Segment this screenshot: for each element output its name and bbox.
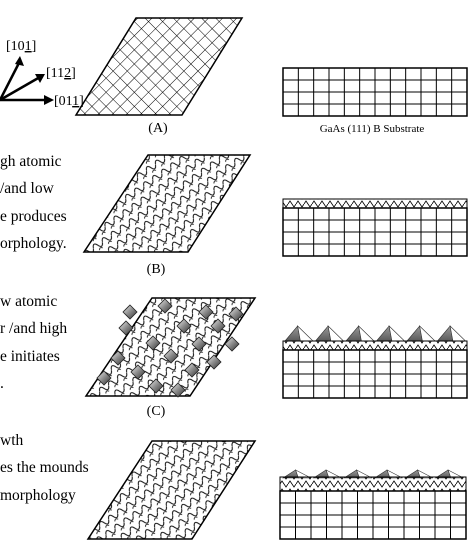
- surface-plan-d: [86, 440, 257, 540]
- surface-mound: [110, 350, 126, 366]
- panel-c-desc-line-1: w atomic: [0, 293, 57, 310]
- mound-face-right: [297, 325, 314, 342]
- surface-mound: [228, 306, 244, 322]
- surface-mound: [210, 318, 226, 334]
- panel-b-desc-line-4: orphology.: [0, 235, 67, 252]
- panel-b-desc-line-1: gh atomic: [0, 153, 62, 170]
- surface-mound: [224, 336, 240, 352]
- surface-mound: [170, 382, 186, 398]
- surface-mound: [122, 304, 138, 320]
- mound-face-right: [327, 325, 345, 342]
- panel-d: wth es the mounds morphology: [0, 432, 467, 540]
- surface-plan-a: [74, 17, 244, 116]
- epilayer-d: [279, 476, 467, 492]
- axis-arrow-101: [0, 60, 22, 101]
- surface-mound: [130, 364, 146, 380]
- panel-label-c: (C): [147, 404, 166, 419]
- surface-mound: [157, 298, 173, 314]
- panel-a: (A) GaAs (111) B Substrate: [74, 17, 468, 136]
- panel-b-desc-line-3: e produces: [0, 208, 67, 225]
- crystal-axes: [101] [112] [011]: [0, 39, 84, 109]
- panel-c: (C) w atomic r /and high e initiates .: [0, 293, 468, 419]
- cross-section-mounds-c: [284, 325, 467, 342]
- direction-label-011: [011]: [54, 94, 84, 109]
- panel-label-a: (A): [148, 121, 168, 136]
- surface-mound: [176, 318, 192, 334]
- surface-mound: [163, 348, 179, 364]
- panel-b-desc-line-2: /and low: [0, 180, 55, 197]
- surface-mound: [145, 335, 161, 351]
- panel-d-desc-line-2: es the mounds: [0, 459, 89, 476]
- mound-face-right: [358, 325, 375, 342]
- arrowhead-112: [35, 74, 45, 83]
- direction-label-112: [112]: [46, 66, 76, 81]
- substrate-cross-section-d: [279, 490, 467, 540]
- substrate-cross-section-b: [282, 207, 468, 257]
- surface-mounds-c: [96, 298, 244, 398]
- panel-c-desc-line-2: r /and high: [0, 320, 67, 337]
- panel-label-b: (B): [147, 262, 166, 277]
- panel-d-desc-line-3: morphology: [0, 487, 76, 504]
- surface-mound: [184, 362, 200, 378]
- axis-arrow-112: [0, 75, 41, 102]
- epilayer-b: [282, 198, 468, 209]
- surface-plan-b: [82, 154, 252, 253]
- substrate-label: GaAs (111) B Substrate: [320, 123, 425, 135]
- surface-mound: [198, 304, 214, 320]
- mound-face-right: [388, 325, 406, 342]
- panel-d-desc-line-1: wth: [0, 432, 24, 449]
- direction-label-101: [101]: [6, 39, 36, 54]
- surface-mound: [148, 378, 164, 394]
- substrate-cross-section-a: [282, 67, 468, 117]
- surface-mound: [118, 320, 134, 336]
- surface-plan-c: [84, 297, 257, 397]
- panel-b: (B) gh atomic /and low e produces orphol…: [0, 153, 468, 277]
- mound-face-right: [419, 325, 436, 342]
- panel-c-desc-line-3: e initiates: [0, 348, 60, 365]
- substrate-cross-section-c: [282, 349, 468, 399]
- surface-mound: [191, 336, 207, 352]
- mound-face-right: [449, 325, 467, 342]
- arrowhead-011: [44, 95, 54, 105]
- surface-mound: [206, 354, 222, 370]
- panel-c-desc-line-4: .: [0, 375, 4, 392]
- arrowhead-101: [15, 56, 24, 66]
- surface-mound: [96, 370, 112, 386]
- epilayer-c: [282, 340, 468, 351]
